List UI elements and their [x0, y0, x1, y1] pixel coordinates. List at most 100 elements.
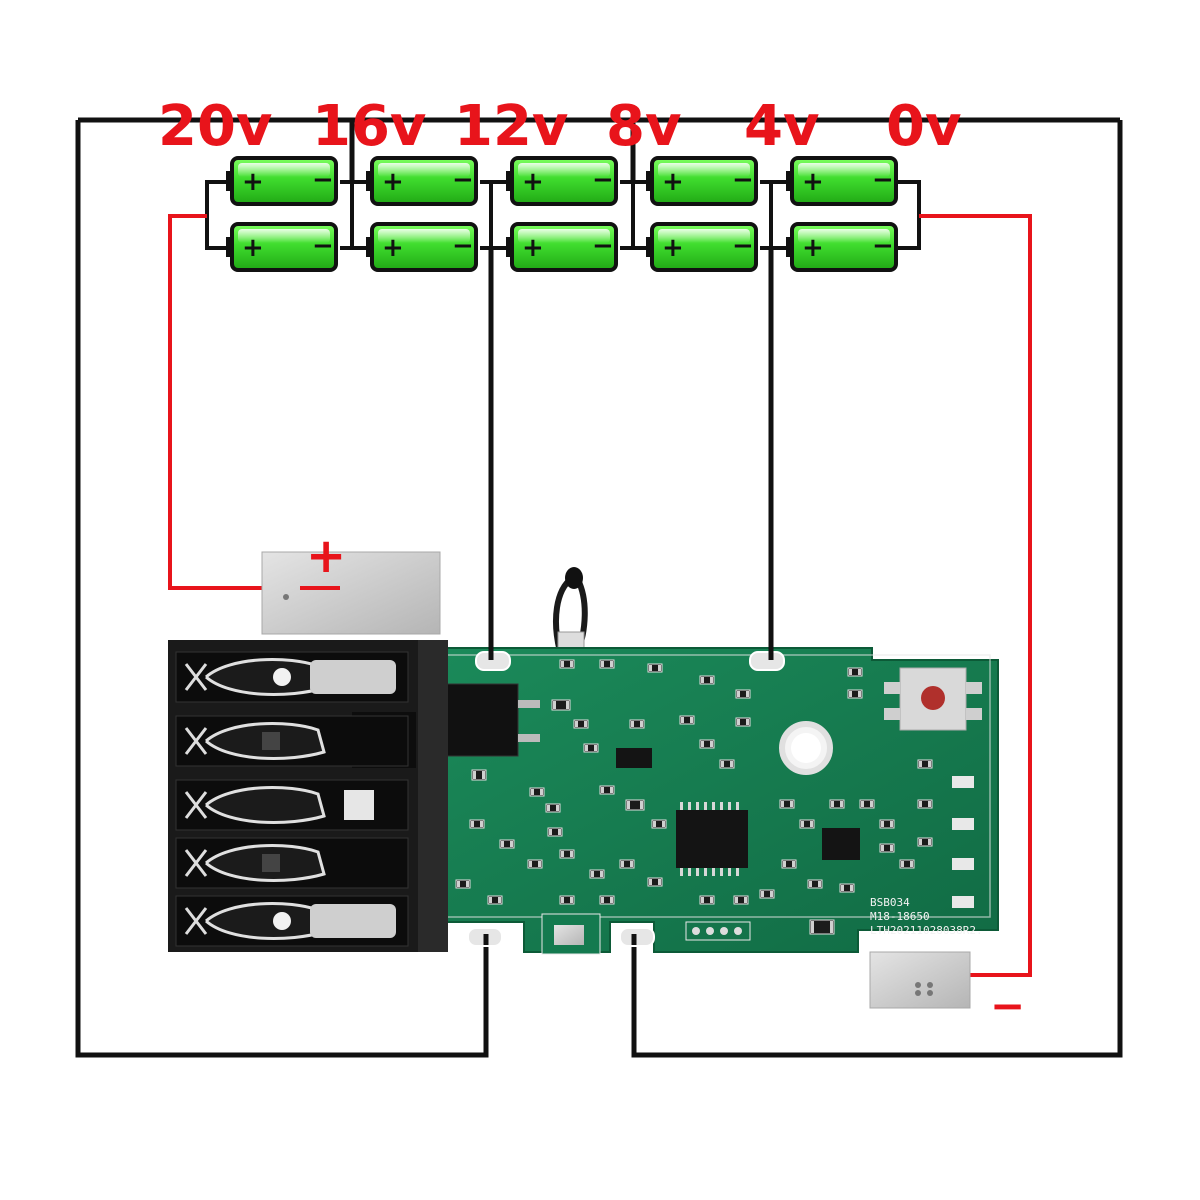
smd-part: [699, 675, 715, 685]
smd-part: [879, 843, 895, 853]
left-outer-wire: [75, 120, 489, 1058]
voltage-label-16v: 16v: [312, 94, 426, 159]
battery-minus-sign: −: [312, 231, 334, 261]
negative-red-wire: [919, 214, 1032, 977]
battery-minus-sign: −: [872, 231, 894, 261]
battery-cell: +−: [226, 222, 338, 272]
battery-cell: +−: [786, 156, 898, 206]
battery-cell: +−: [366, 156, 478, 206]
battery-minus-sign: −: [452, 165, 474, 195]
battery-minus-sign: −: [592, 231, 614, 261]
battery-cell: +−: [366, 222, 478, 272]
positive-red-wire: [168, 214, 340, 590]
battery-plus-sign: +: [382, 167, 404, 197]
battery-plus-sign: +: [522, 233, 544, 263]
battery-minus-sign: −: [312, 165, 334, 195]
smd-part: [455, 879, 471, 889]
voltage-label-4v: 4v: [744, 94, 819, 159]
red-wires: [168, 214, 1032, 977]
smd-part: [735, 717, 751, 727]
smd-part: [781, 859, 797, 869]
battery-pack: +−+−+−+−+−+−+−+−+−+−: [226, 156, 898, 272]
cell-interconnects: [205, 180, 921, 250]
smd-part: [879, 819, 895, 829]
battery-cell: +−: [786, 222, 898, 272]
battery-minus-sign: −: [452, 231, 474, 261]
battery-minus-sign: −: [592, 165, 614, 195]
battery-cell: +−: [506, 156, 618, 206]
board-marking-line-2: M18-18650: [870, 910, 930, 923]
smd-part: [917, 759, 933, 769]
battery-cell: +−: [506, 222, 618, 272]
positive-nickel-tab: +: [261, 528, 441, 635]
black-wires: [75, 117, 1123, 1058]
board-marking-line-3: LTH20211028038R2.: [870, 924, 983, 937]
smd-part: [647, 877, 663, 887]
battery-cell: +−: [646, 222, 758, 272]
smd-part: [599, 895, 615, 905]
negative-nickel-tab: [869, 951, 971, 1009]
battery-plus-sign: +: [242, 167, 264, 197]
main-ic: [676, 810, 748, 868]
smd-part: [699, 739, 715, 749]
smd-part: [545, 803, 561, 813]
smd-part: [759, 889, 775, 899]
right-outer-wire: [631, 120, 1123, 1058]
smd-part: [735, 689, 751, 699]
smd-part: [719, 759, 735, 769]
connector-terminal: [175, 715, 409, 767]
smd-part: [647, 663, 663, 673]
smd-part: [699, 895, 715, 905]
pad-b2: [619, 927, 655, 947]
smd-part: [859, 799, 875, 809]
smd-part: [839, 883, 855, 893]
connector-terminal: [175, 651, 409, 703]
pad-b1: [749, 651, 785, 671]
smd-part: [619, 859, 635, 869]
test-header: [685, 921, 751, 941]
smd-part: [799, 819, 815, 829]
smd-part: [651, 819, 667, 829]
smd-part: [779, 799, 795, 809]
voltage-label-12v: 12v: [454, 94, 568, 159]
bms-pcb: −: [429, 647, 1025, 1030]
battery-connector: [168, 640, 448, 952]
battery-plus-sign: +: [802, 167, 824, 197]
battery-minus-sign: −: [732, 231, 754, 261]
smd-part: [629, 719, 645, 729]
smd-part: [573, 719, 589, 729]
smd-part: [559, 849, 575, 859]
smd-part: [847, 689, 863, 699]
voltage-label-8v: 8v: [606, 94, 681, 159]
positive-sign: +: [306, 528, 346, 584]
voltage-label-0v: 0v: [886, 94, 961, 159]
battery-plus-sign: +: [522, 167, 544, 197]
key-button[interactable]: [884, 667, 982, 731]
negative-sign: −: [990, 981, 1025, 1030]
smd-part: [551, 699, 571, 711]
battery-plus-sign: +: [662, 167, 684, 197]
smd-part: [847, 667, 863, 677]
thermistor: [553, 567, 588, 654]
smd-part: [559, 895, 575, 905]
smd-part: [583, 743, 599, 753]
smd-part: [599, 785, 615, 795]
battery-plus-sign: +: [242, 233, 264, 263]
smd-part: [529, 787, 545, 797]
battery-plus-sign: +: [382, 233, 404, 263]
smd-part: [625, 799, 645, 811]
smd-part: [471, 769, 487, 781]
battery-minus-sign: −: [872, 165, 894, 195]
smd-part: [679, 715, 695, 725]
connector-terminal: [175, 895, 409, 947]
smd-part: [733, 895, 749, 905]
battery-plus-sign: +: [802, 233, 824, 263]
connector-terminal: [175, 837, 409, 889]
smd-part: [487, 895, 503, 905]
smd-part: [559, 659, 575, 669]
smd-part: [527, 859, 543, 869]
smd-part: [807, 879, 823, 889]
battery-cell: +−: [226, 156, 338, 206]
smd-part: [499, 839, 515, 849]
